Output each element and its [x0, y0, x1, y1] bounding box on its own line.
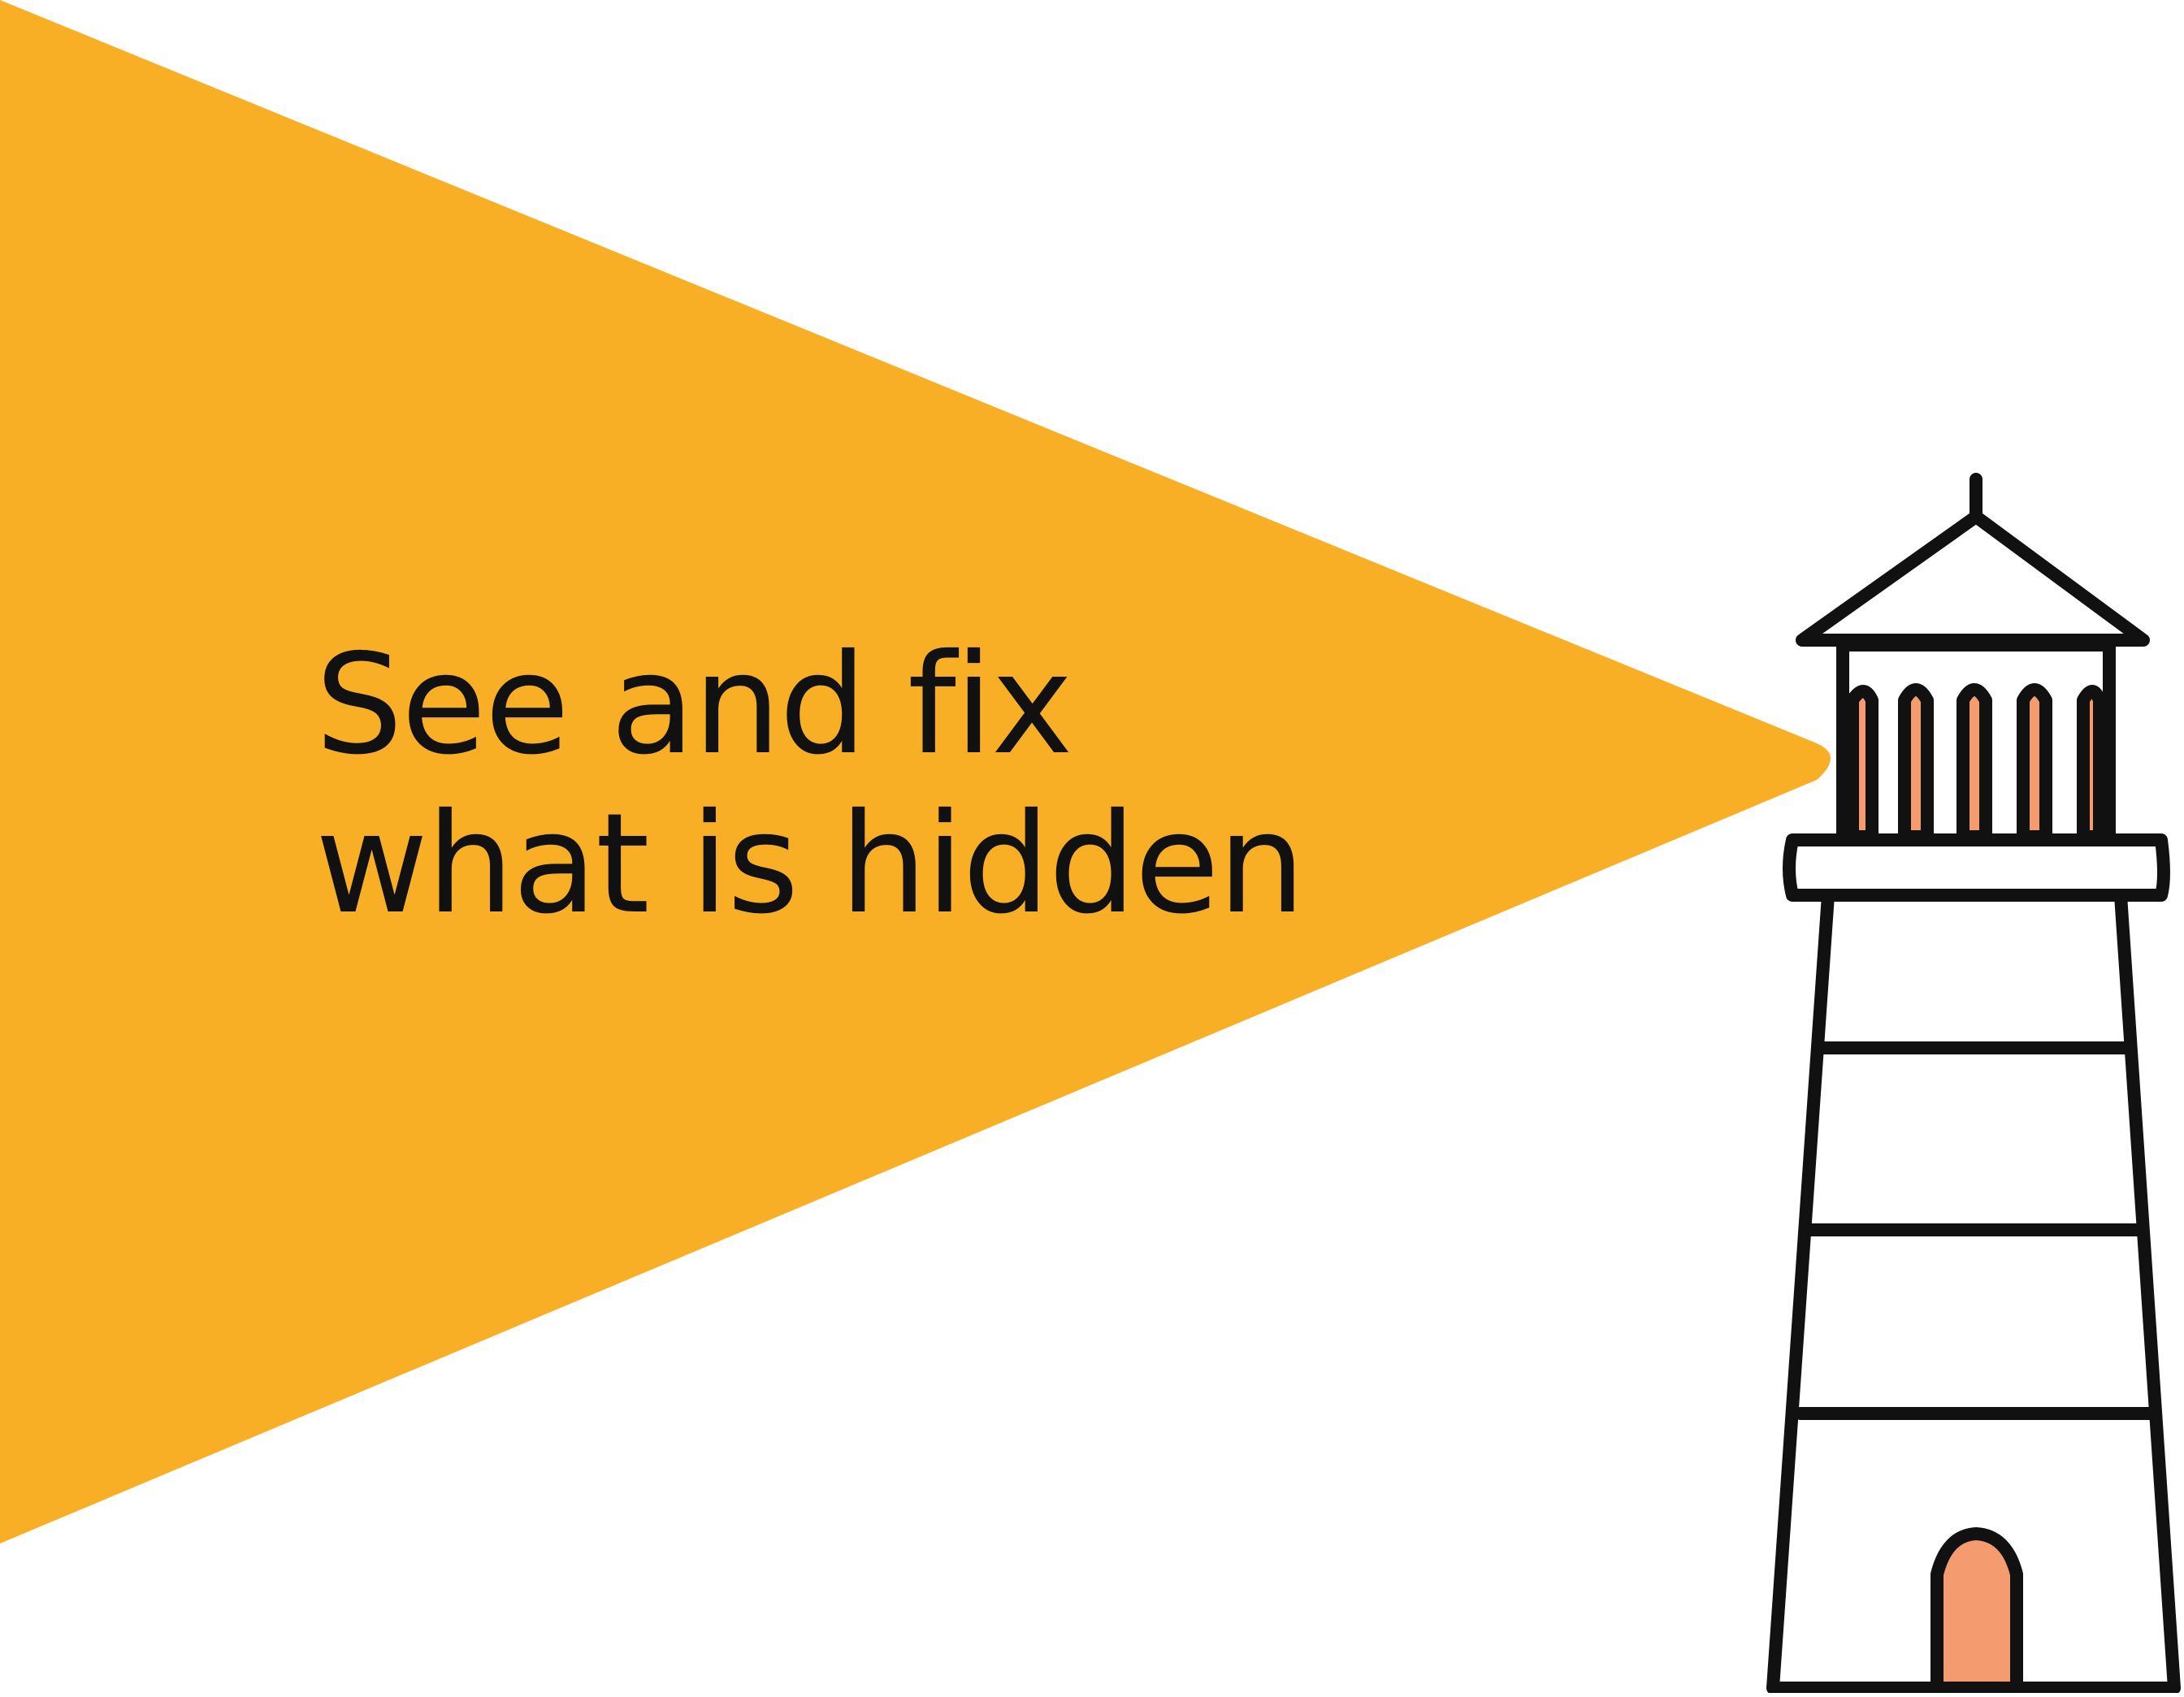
- light-beam: [0, 0, 1831, 1543]
- headline: See and fix what is hidden: [315, 625, 1306, 945]
- headline-line-1: See and fix: [315, 625, 1073, 786]
- headline-line-2: what is hidden: [315, 784, 1306, 945]
- lighthouse-icon: [1766, 473, 2181, 1695]
